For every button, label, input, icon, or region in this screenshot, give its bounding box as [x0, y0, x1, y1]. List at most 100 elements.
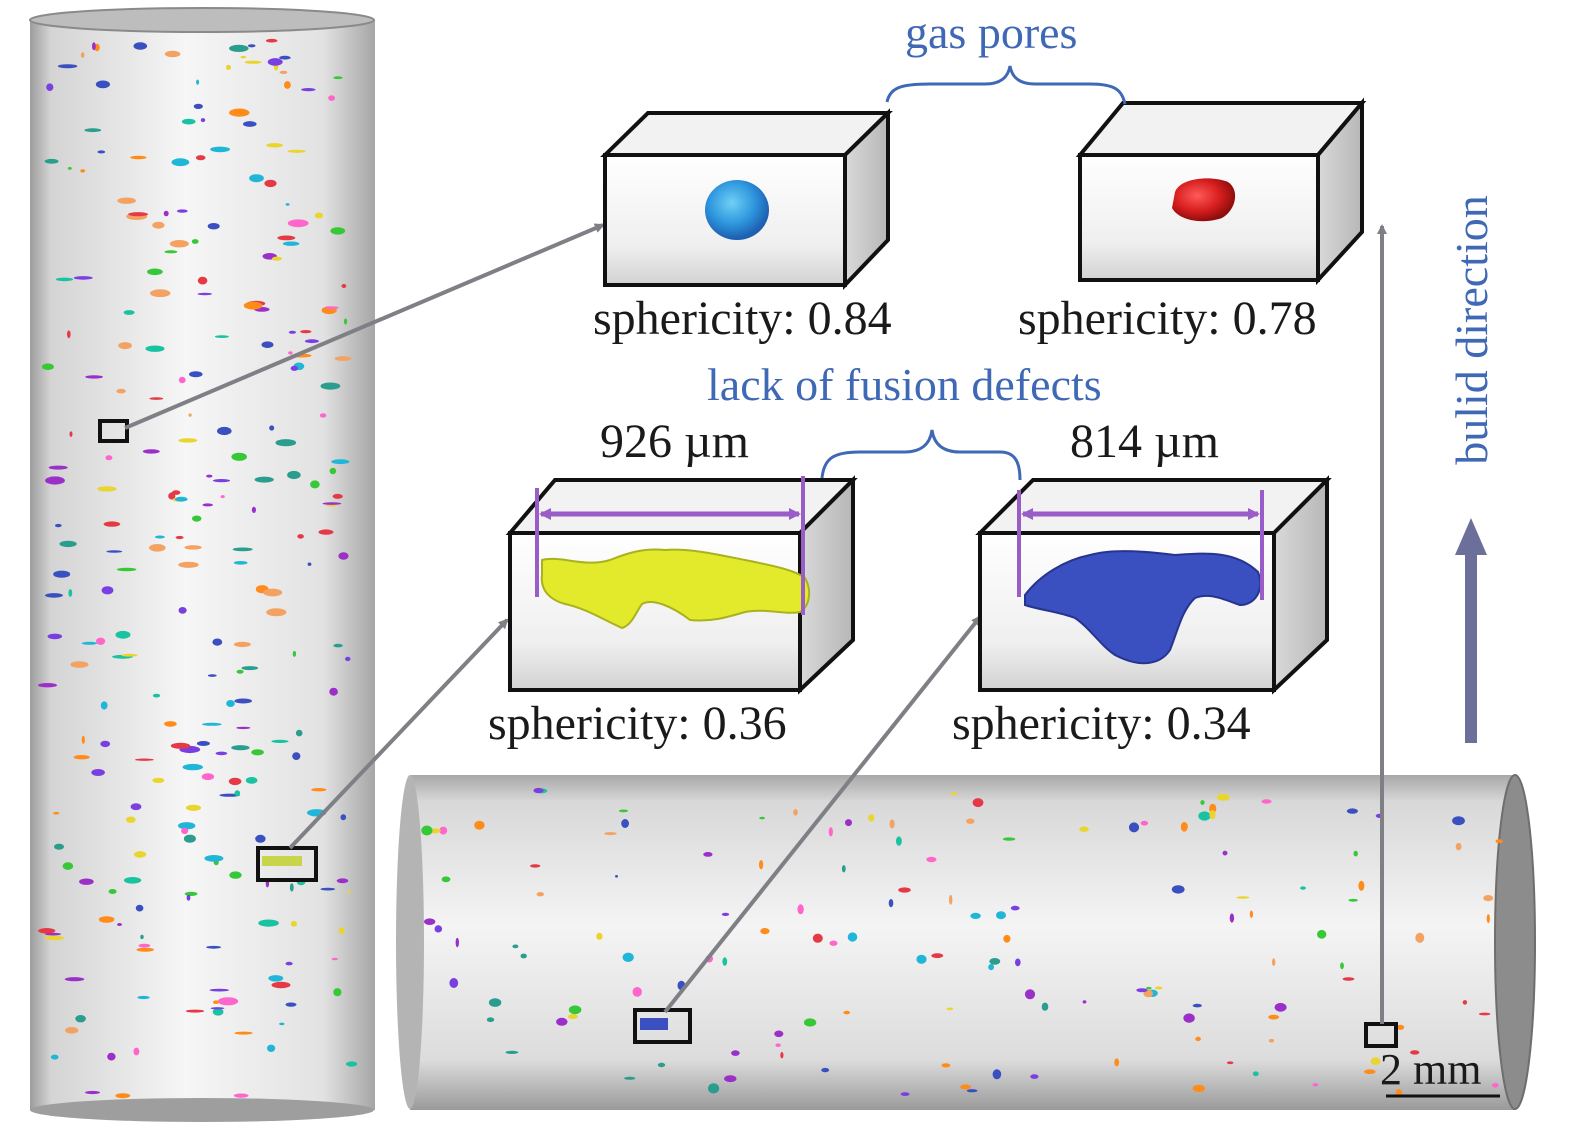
pore-speck — [279, 70, 288, 74]
pore-speck — [972, 798, 984, 808]
pore-speck — [251, 749, 264, 756]
pore-speck — [189, 371, 203, 378]
pore-speck — [196, 741, 210, 746]
pore-speck — [843, 1010, 850, 1015]
connector-arrows — [124, 223, 1387, 1024]
pore-speck — [175, 535, 184, 540]
pore-speck — [970, 912, 981, 920]
pore-speck — [1216, 793, 1230, 801]
pore-speck — [229, 44, 249, 53]
pore-speck — [204, 855, 224, 862]
pore-speck — [38, 928, 56, 934]
pore-speck — [604, 832, 617, 836]
pore-speck — [568, 1005, 582, 1015]
pore-speck — [200, 118, 206, 123]
pore-speck — [1171, 885, 1185, 894]
pore-speck — [116, 567, 137, 572]
pore-speck — [178, 561, 199, 568]
pore-speck — [231, 745, 250, 751]
sphericity-label-lof-1: sphericity: 0.36 — [488, 697, 787, 750]
pore-speck — [181, 118, 196, 125]
sphericity-label-gas-pore-2: sphericity: 0.78 — [1018, 292, 1317, 345]
pore-speck — [703, 852, 713, 857]
pore-speck — [54, 843, 64, 850]
pore-speck — [133, 1047, 140, 1056]
pore-speck — [98, 916, 115, 923]
pore-speck — [101, 586, 114, 595]
pore-speck — [888, 899, 894, 908]
pore-speck — [201, 773, 215, 781]
pore-speck — [567, 1014, 578, 1020]
pore-speck — [1198, 811, 1211, 821]
pore-speck — [138, 943, 151, 948]
pore-speck — [121, 653, 138, 657]
pore-speck — [1222, 850, 1228, 856]
pore-speck — [254, 476, 274, 483]
pore-speck — [421, 825, 433, 836]
pore-speck — [134, 851, 147, 858]
pore-speck — [212, 1008, 224, 1016]
pore-speck — [243, 301, 263, 310]
pore-speck — [80, 52, 85, 58]
pore-speck — [282, 241, 300, 246]
pore-speck — [311, 788, 327, 792]
pore-speck — [336, 878, 349, 884]
pore-speck — [164, 250, 178, 254]
pore-speck — [217, 426, 232, 436]
pore-speck — [103, 521, 121, 527]
pore-speck — [234, 790, 241, 797]
pore-speck — [596, 932, 603, 940]
pore-speck — [333, 643, 343, 648]
pore-speck — [152, 221, 165, 229]
pore-speck — [455, 937, 459, 948]
pore-speck — [1348, 898, 1358, 902]
pore-speck — [185, 804, 202, 811]
pore-speck — [178, 822, 196, 830]
pore-speck — [53, 570, 71, 578]
pore-speck — [331, 957, 338, 961]
build-direction-label: bulid direction — [1446, 195, 1497, 465]
pore-speck — [271, 739, 289, 744]
pore-speck — [896, 836, 902, 846]
pore-speck — [38, 683, 57, 688]
pore-speck — [243, 121, 257, 127]
horizontal-cylinder-specimen — [396, 774, 1536, 1110]
gas-pore-blue — [705, 180, 769, 240]
pore-speck — [236, 669, 244, 674]
sphericity-label-lof-2: sphericity: 0.34 — [952, 697, 1251, 750]
pore-speck — [279, 1022, 285, 1026]
pore-speck — [170, 742, 191, 749]
build-direction-arrow — [1455, 518, 1487, 743]
pore-speck — [84, 128, 102, 133]
pore-speck — [1252, 1071, 1259, 1077]
pore-speck — [175, 496, 188, 502]
pore-speck — [290, 920, 297, 927]
pore-speck — [183, 834, 196, 843]
pore-speck — [1140, 820, 1149, 826]
pore-speck — [488, 998, 502, 1007]
pore-speck — [85, 375, 103, 379]
pore-speck — [1300, 886, 1306, 890]
pore-speck — [288, 351, 293, 355]
pore-speck — [960, 1084, 971, 1090]
pore-speck — [334, 356, 352, 361]
pore-speck — [780, 1052, 784, 1059]
pore-speck — [234, 698, 252, 704]
pore-speck — [53, 811, 60, 815]
pore-speck — [345, 1061, 358, 1067]
defect-box-gas-pore-2 — [1075, 97, 1367, 286]
pore-speck — [117, 923, 122, 926]
pore-speck — [1312, 1083, 1319, 1087]
pore-speck — [241, 666, 259, 671]
defect-box-lof-1 — [505, 475, 858, 695]
pore-speck — [197, 292, 212, 296]
pore-speck — [210, 1007, 225, 1010]
pore-speck — [1370, 1057, 1381, 1065]
pore-speck — [300, 330, 312, 334]
pore-speck — [1462, 1000, 1468, 1005]
pore-speck — [217, 997, 239, 1006]
gas-pore-red — [1172, 178, 1236, 222]
pore-speck — [793, 809, 798, 816]
pore-speck — [149, 544, 166, 552]
pore-speck — [202, 503, 213, 507]
